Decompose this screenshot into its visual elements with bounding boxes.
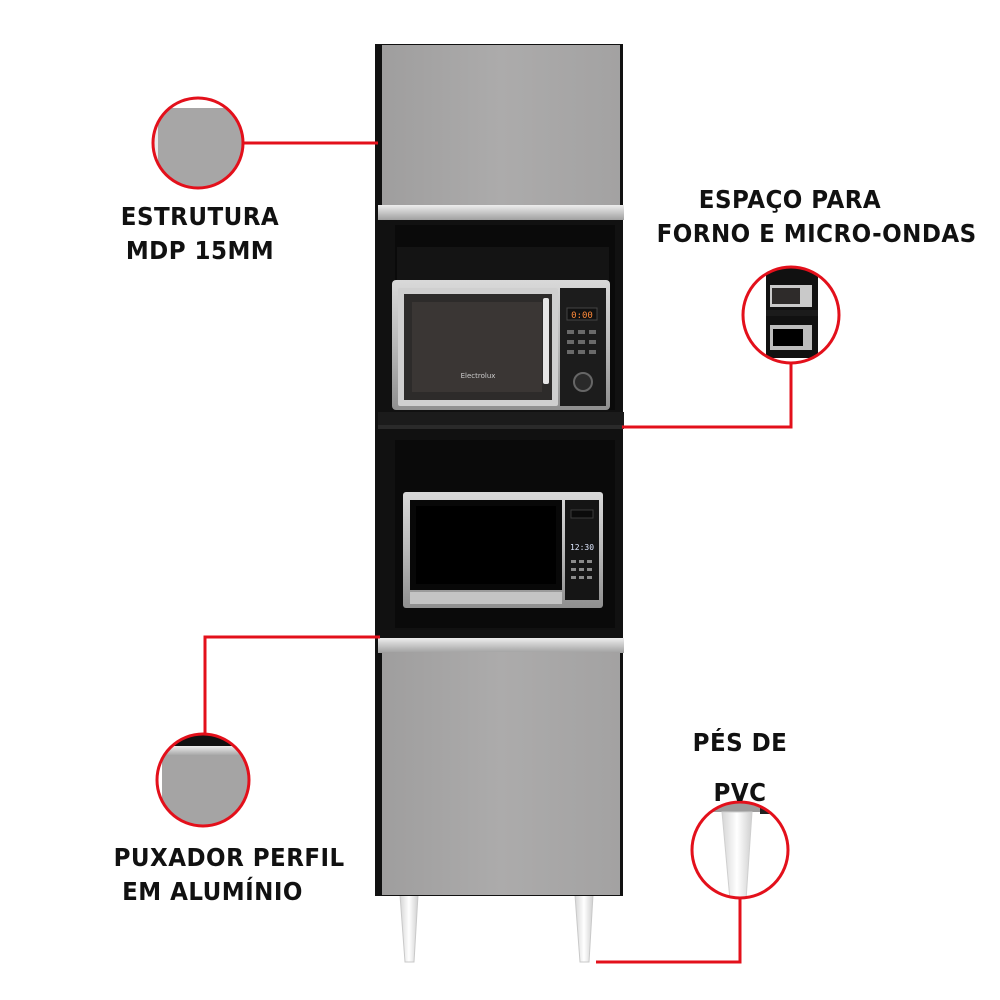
lower-microwave-display: 12:30	[570, 543, 594, 552]
space-label: ESPAÇO PARA FORNO E MICRO-ONDAS	[656, 183, 977, 251]
lower-door	[382, 652, 620, 895]
upper-door-handle	[378, 205, 624, 220]
structure-label-line1: ESTRUTURA	[120, 202, 280, 231]
structure-detail-circle	[151, 96, 245, 190]
space-detail-circle	[741, 265, 841, 365]
structure-label-line2: MDP 15MM	[125, 236, 275, 265]
lower-door-handle	[378, 638, 624, 653]
handle-detail-circle	[155, 732, 251, 828]
space-label-line2: FORNO E MICRO-ONDAS	[656, 219, 977, 248]
handle-label: PUXADOR PERFIL EM ALUMÍNIO	[113, 841, 345, 909]
middle-shelf	[378, 412, 624, 426]
upper-door	[382, 45, 620, 215]
structure-label: ESTRUTURA MDP 15MM	[117, 200, 283, 268]
callout-lines	[203, 141, 793, 964]
feet-label-line1: PÉS DE	[692, 728, 788, 757]
space-label-line1: ESPAÇO PARA	[698, 185, 882, 214]
upper-microwave-brand: Electrolux	[461, 372, 496, 380]
pvc-legs	[399, 894, 594, 963]
lower-microwave: 12:30	[403, 492, 603, 608]
feet-label-line2: PVC	[713, 778, 767, 807]
handle-label-line2: EM ALUMÍNIO	[122, 877, 303, 906]
handle-label-line1: PUXADOR PERFIL	[113, 843, 345, 872]
feet-detail-circle	[690, 800, 790, 900]
upper-microwave: 0:00 Electrolux	[392, 280, 610, 410]
upper-microwave-display: 0:00	[571, 311, 593, 321]
feet-label: PÉS DE PVC	[676, 718, 805, 818]
